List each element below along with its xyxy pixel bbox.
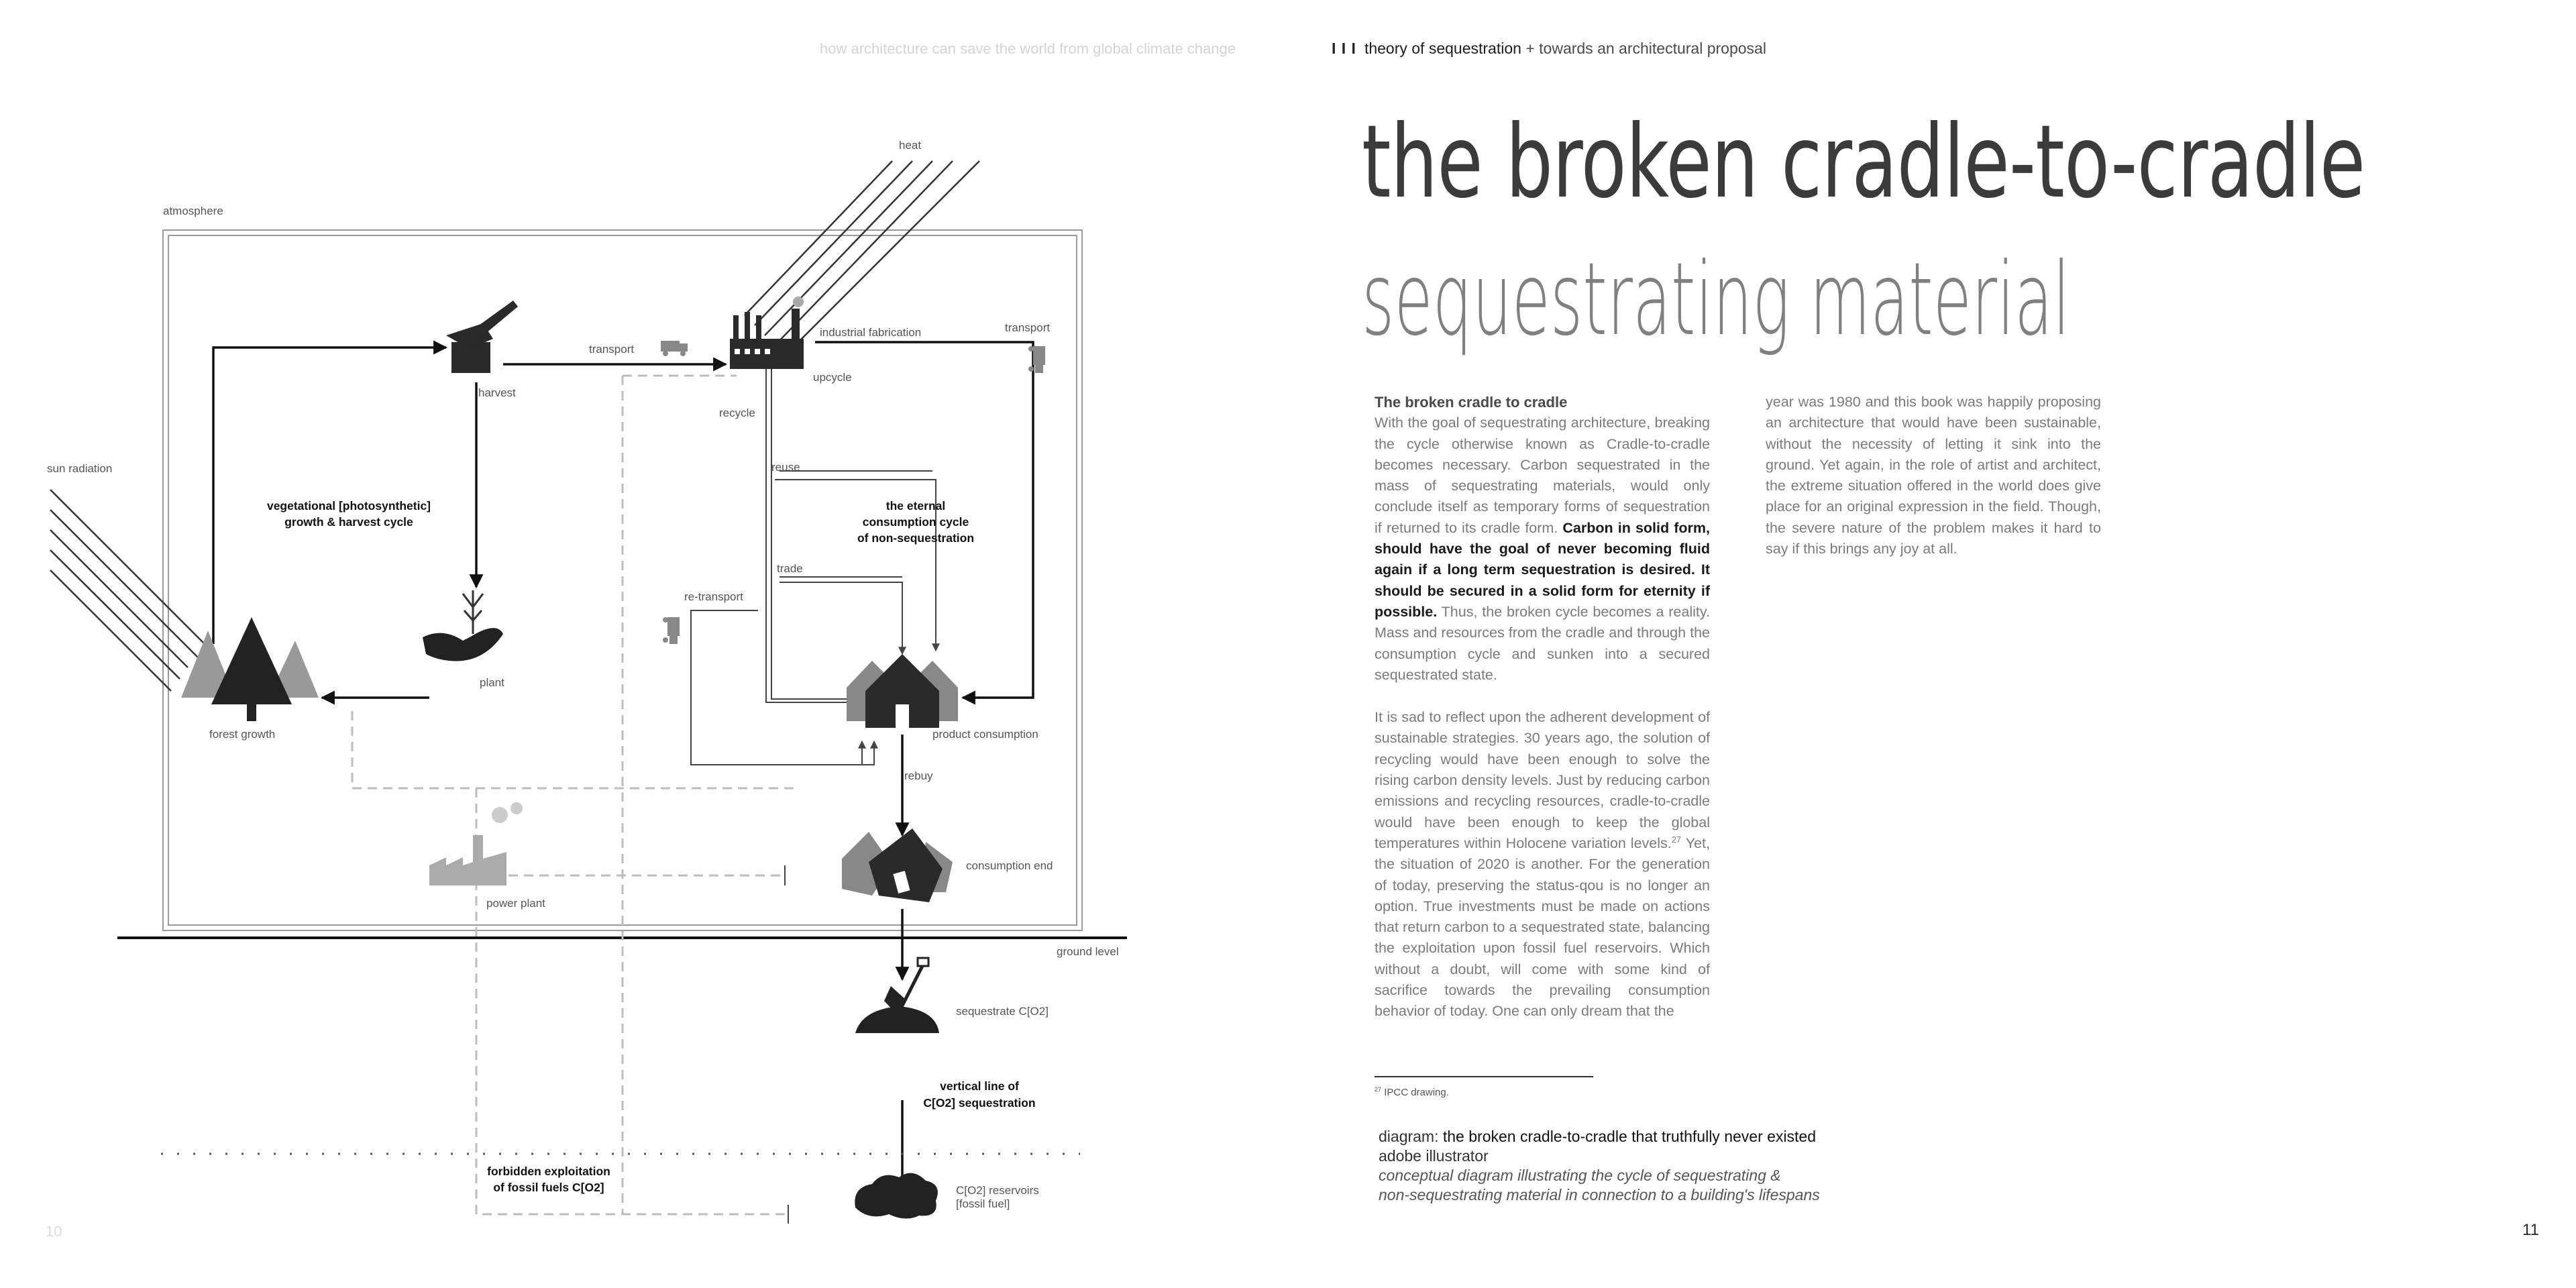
label-industrial-fabrication: industrial fabrication	[820, 326, 921, 339]
label-eternal-1: the eternal	[886, 499, 946, 513]
label-transport-top: transport	[589, 343, 634, 356]
label-forbidden-2: of fossil fuels C[O2]	[493, 1181, 604, 1194]
label-heat: heat	[899, 139, 921, 152]
text-column-1: The broken cradle to cradle With the goa…	[1375, 392, 1710, 1022]
truck-icon	[1028, 346, 1045, 373]
power-plant-icon	[429, 802, 523, 885]
label-re-transport: re-transport	[684, 590, 743, 603]
label-eternal-2: consumption cycle	[863, 515, 969, 529]
label-upcycle: upcycle	[813, 371, 852, 384]
label-reuse: reuse	[771, 461, 800, 474]
grey-cycle-lines	[690, 359, 940, 1224]
label-sequestrate: sequestrate C[O2]	[956, 1005, 1049, 1018]
paragraph-1-intro: With the goal of sequestrating architect…	[1375, 415, 1710, 536]
label-transport-right: transport	[1005, 321, 1050, 334]
label-reservoirs: C[O2] reservoirs	[956, 1184, 1039, 1197]
caption-desc-2: non-sequestrating material in connection…	[1379, 1186, 1820, 1203]
sprout-hand-icon	[423, 590, 503, 661]
axe-icon	[446, 301, 518, 373]
collapsed-house-icon	[842, 828, 953, 902]
footnote-text: IPCC drawing.	[1384, 1087, 1449, 1098]
label-harvest: harvest	[478, 386, 516, 399]
label-eternal-3: of non-sequestration	[857, 531, 974, 545]
caption-desc-1: conceptual diagram illustrating the cycl…	[1379, 1167, 1781, 1184]
text-column-2: year was 1980 and this book was happily …	[1766, 392, 2101, 559]
section-subtitle: + towards an architectural proposal	[1525, 40, 1766, 57]
section-marker: I I I	[1332, 40, 1356, 57]
footnote-rule	[1375, 1076, 1593, 1077]
label-trade: trade	[777, 562, 803, 575]
label-ground-level: ground level	[1057, 945, 1119, 958]
running-title-right: I I I theory of sequestration + towards a…	[1332, 40, 1766, 58]
paragraph-1-emphasis: Carbon in solid form, should have the go…	[1375, 519, 1710, 620]
page-number-left: 10	[46, 1223, 62, 1240]
label-recycle: recycle	[719, 407, 755, 419]
caption-title: the broken cradle-to-cradle that truthfu…	[1442, 1128, 1816, 1145]
label-vertical-line-1: vertical line of	[940, 1079, 1019, 1093]
factory-icon	[730, 297, 804, 369]
dashed-fossil-paths	[351, 374, 795, 1216]
label-growth-cycle-1: vegetational [photosynthetic]	[267, 499, 431, 513]
heat-rays	[744, 160, 980, 356]
label-vertical-line-2: C[O2] sequestration	[923, 1096, 1035, 1110]
label-fossil-fuel: [fossil fuel]	[956, 1197, 1010, 1210]
label-plant: plant	[480, 676, 504, 689]
label-forbidden-1: forbidden exploitation	[487, 1165, 610, 1178]
black-flows	[212, 340, 1034, 1193]
shovel-icon	[855, 957, 939, 1033]
paragraph-3: year was 1980 and this book was happily …	[1766, 394, 2101, 557]
paragraph-2-a: It is sad to reflect upon the adherent d…	[1375, 709, 1710, 851]
caption-tool: adobe illustrator	[1379, 1147, 1489, 1165]
atmosphere-boundary	[162, 229, 1083, 931]
label-rebuy: rebuy	[904, 769, 933, 782]
label-consumption-end: consumption end	[966, 859, 1053, 872]
house-icon	[847, 654, 958, 728]
truck-icon	[661, 341, 688, 356]
page-title: the broken cradle-to-cradle	[1362, 104, 2365, 221]
cradle-diagram: heat atmosphere sun radiation transport …	[47, 139, 1127, 1224]
label-power-plant: power plant	[486, 897, 545, 910]
page-subtitle: sequestrating material	[1362, 241, 2070, 358]
caption-prefix: diagram:	[1379, 1128, 1439, 1145]
paragraph-2: It is sad to reflect upon the adherent d…	[1375, 707, 1710, 1022]
page-number-right: 11	[2522, 1221, 2539, 1239]
section-title: theory of sequestration	[1364, 40, 1521, 57]
footnote-number: 27	[1375, 1086, 1382, 1093]
paragraph-2-b: Yet, the situation of 2020 is another. F…	[1375, 835, 1711, 1020]
label-atmosphere: atmosphere	[163, 205, 223, 217]
forest-icon	[181, 617, 319, 721]
label-sun-radiation: sun radiation	[47, 462, 112, 475]
truck-icon	[663, 617, 680, 644]
footnote: 27 IPCC drawing.	[1375, 1086, 1449, 1099]
section-heading: The broken cradle to cradle	[1375, 394, 1568, 411]
footnote-ref[interactable]: 27	[1671, 834, 1682, 845]
sun-rays	[50, 489, 209, 692]
running-title-left: how architecture can save the world from…	[820, 40, 1236, 57]
oil-blob-icon	[855, 1173, 938, 1219]
label-product-consumption: product consumption	[932, 728, 1038, 741]
paragraph-1-end: Thus, the broken cycle becomes a reality…	[1375, 603, 1710, 683]
figure-caption: diagram: the broken cradle-to-cradle tha…	[1379, 1127, 1820, 1205]
label-growth-cycle-2: growth & harvest cycle	[284, 515, 413, 529]
paragraph-1: With the goal of sequestrating architect…	[1375, 413, 1710, 686]
label-forest-growth: forest growth	[209, 728, 275, 741]
